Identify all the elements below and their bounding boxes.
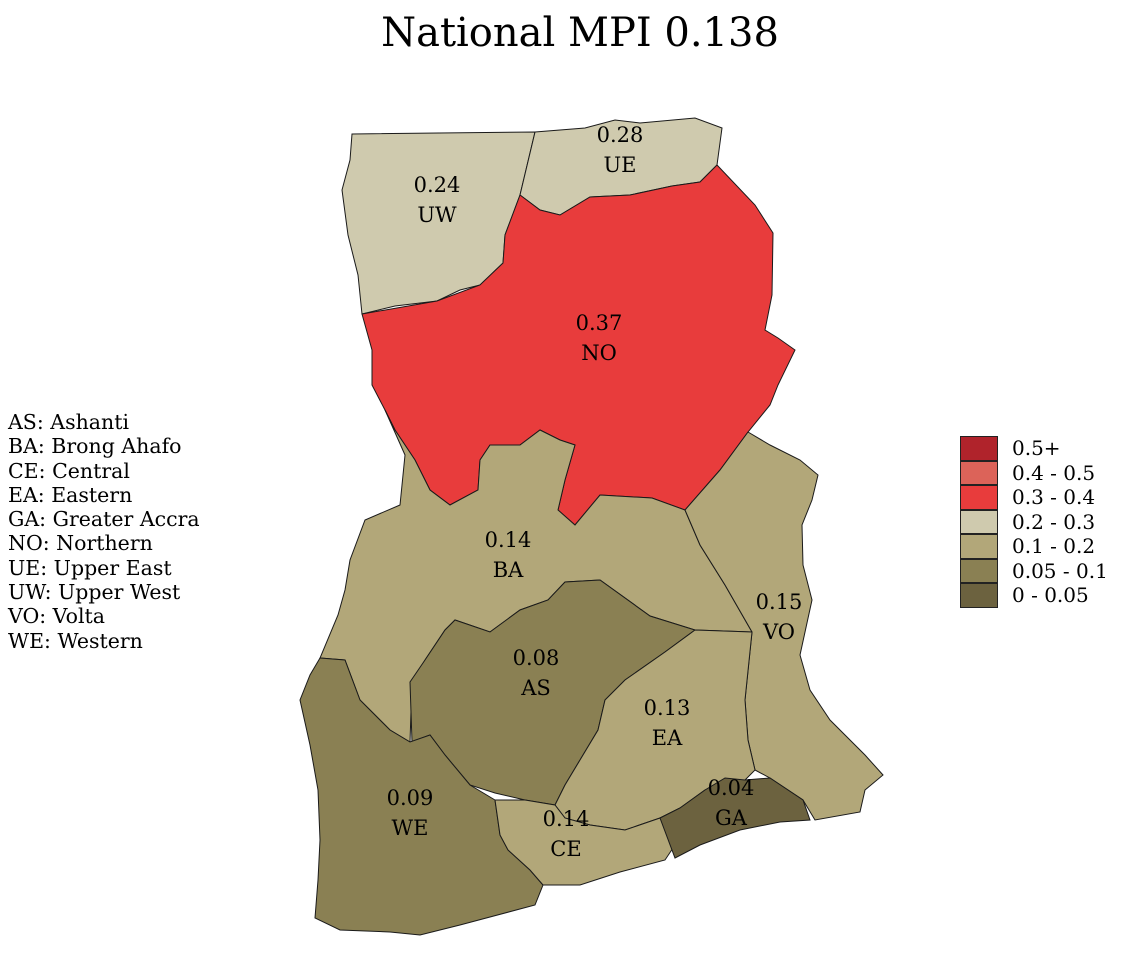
legend-swatch	[960, 583, 998, 608]
region-value-ashanti: 0.08	[513, 646, 560, 670]
region-value-western: 0.09	[387, 786, 434, 810]
legend-swatch	[960, 436, 998, 461]
region-code-volta: VO	[762, 620, 795, 644]
legend-label: 0 - 0.05	[1012, 583, 1089, 608]
region-value-upper-west: 0.24	[414, 173, 461, 197]
legend-row: 0.2 - 0.3	[960, 509, 1108, 534]
abbr-item: UE: Upper East	[8, 555, 172, 580]
legend-swatch	[960, 558, 998, 583]
region-greater-accra	[659, 777, 811, 859]
region-code-upper-west: UW	[417, 203, 457, 227]
legend-label: 0.05 - 0.1	[1012, 558, 1108, 583]
abbr-item: EA: Eastern	[8, 482, 133, 507]
legend-label: 0.4 - 0.5	[1012, 460, 1096, 485]
legend-swatch	[960, 534, 998, 559]
region-value-northern: 0.37	[576, 311, 623, 335]
region-value-greater-accra: 0.04	[708, 776, 755, 800]
legend-swatch	[960, 509, 998, 534]
legend-row: 0.4 - 0.5	[960, 460, 1108, 485]
region-value-brong-ahafo: 0.14	[485, 528, 532, 552]
region-central	[494, 799, 676, 886]
region-code-eastern: EA	[652, 726, 683, 750]
abbr-item: VO: Volta	[8, 604, 105, 629]
region-code-central: CE	[550, 837, 581, 861]
legend-row: 0.3 - 0.4	[960, 485, 1108, 510]
region-code-brong-ahafo: BA	[493, 558, 524, 582]
abbr-item: WE: Western	[8, 628, 143, 653]
legend-label: 0.5+	[1012, 436, 1061, 461]
abbr-item: AS: Ashanti	[8, 410, 130, 434]
region-code-western: WE	[392, 816, 429, 840]
legend-label: 0.3 - 0.4	[1012, 485, 1096, 510]
abbr-item: CE: Central	[8, 458, 130, 483]
region-volta	[684, 431, 884, 821]
region-value-eastern: 0.13	[644, 696, 691, 720]
abbr-item: GA: Greater Accra	[8, 507, 200, 532]
legend-row: 0 - 0.05	[960, 583, 1108, 608]
legend-row: 0.05 - 0.1	[960, 558, 1108, 583]
legend-row: 0.1 - 0.2	[960, 534, 1108, 559]
region-code-northern: NO	[581, 341, 617, 365]
region-value-volta: 0.15	[756, 590, 803, 614]
legend-swatch	[960, 460, 998, 485]
map-title: National MPI 0.138	[381, 10, 779, 56]
region-code-upper-east: UE	[603, 153, 636, 177]
abbreviation-legend: AS: Ashanti BA: Brong Ahafo CE: Central …	[8, 410, 200, 653]
region-western	[299, 657, 544, 936]
legend-label: 0.1 - 0.2	[1012, 534, 1096, 559]
region-code-greater-accra: GA	[715, 806, 748, 830]
legend-label: 0.2 - 0.3	[1012, 509, 1096, 534]
legend-row: 0.5+	[960, 436, 1108, 461]
abbr-item: UW: Upper West	[8, 580, 181, 605]
abbr-item: BA: Brong Ahafo	[8, 434, 182, 459]
region-code-ashanti: AS	[520, 676, 551, 700]
color-legend: 0.5+ 0.4 - 0.5 0.3 - 0.4 0.2 - 0.3 0.1 -…	[960, 436, 1108, 608]
region-value-central: 0.14	[543, 807, 590, 831]
legend-swatch	[960, 485, 998, 510]
abbr-item: NO: Northern	[8, 531, 153, 556]
region-value-upper-east: 0.28	[597, 123, 644, 147]
